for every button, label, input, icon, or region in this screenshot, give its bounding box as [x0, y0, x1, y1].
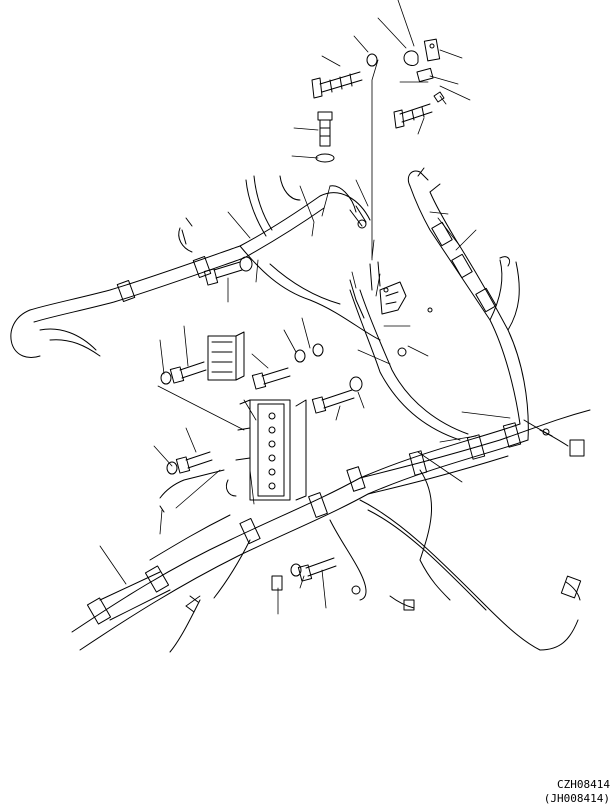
terminal-parts [403, 38, 445, 103]
bolt-left [160, 361, 207, 385]
bolt-mid-left [203, 256, 253, 286]
drawing-reference-alt-code: (JH008414) [543, 792, 610, 805]
sensors-clamps [159, 205, 553, 613]
sub-harness-upper [239, 175, 469, 441]
leader-lines [99, 0, 511, 615]
connector-comb [207, 331, 245, 381]
bolt-center [311, 376, 363, 414]
bracket [379, 281, 407, 315]
bolt-vertical [315, 111, 335, 163]
sub-harness-left [10, 217, 245, 358]
drawing-reference-code: CZH08414 [557, 778, 610, 791]
terminal-block [235, 399, 307, 501]
bolt-lower-left [166, 451, 213, 475]
main-harness [71, 409, 591, 651]
sub-harness-right [407, 167, 529, 441]
bolt-upper [311, 53, 378, 99]
sub-harness-lower [169, 419, 585, 653]
bolt-right-upper [393, 103, 433, 129]
bolt-lower [271, 557, 337, 591]
bolt-mid [251, 343, 324, 390]
